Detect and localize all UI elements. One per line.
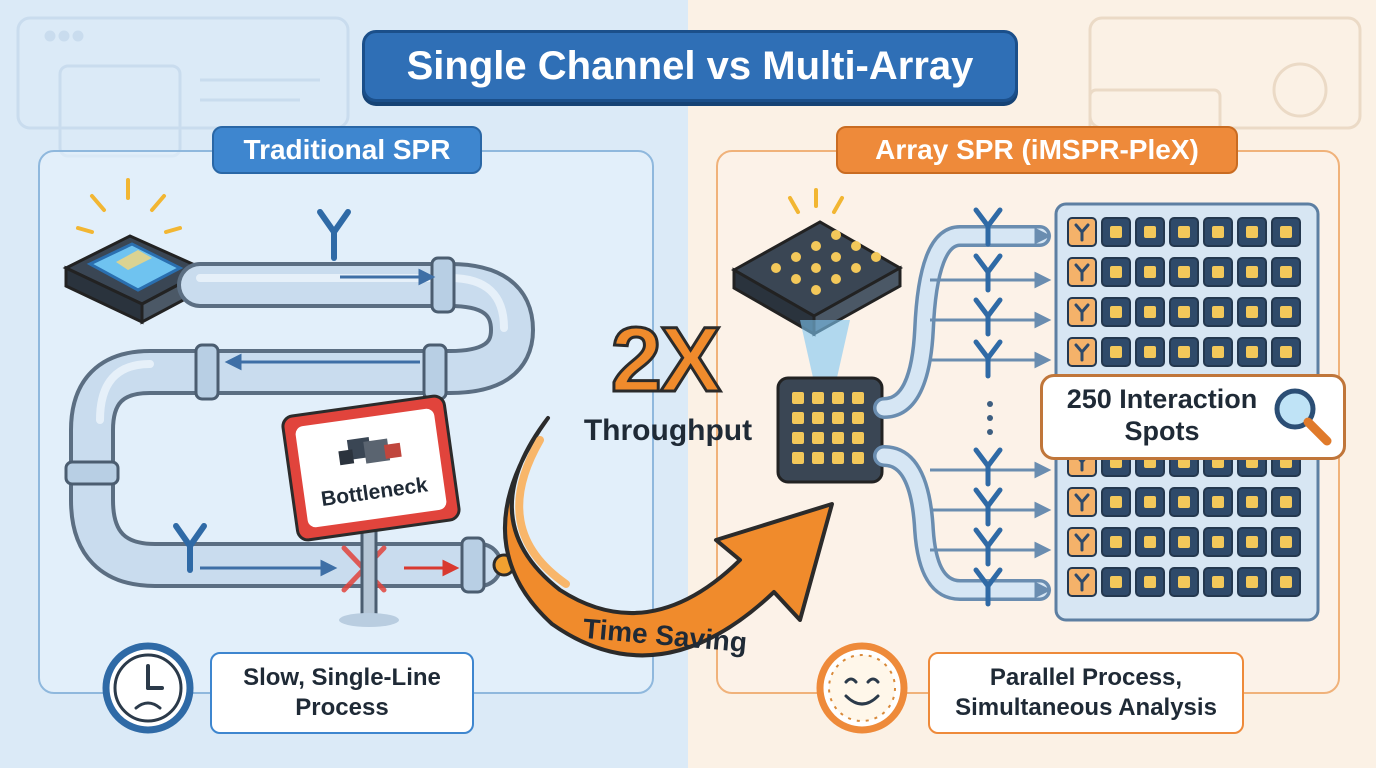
spot-glow — [1110, 346, 1122, 358]
smiley-icon — [816, 642, 908, 734]
spot-glow — [1246, 346, 1258, 358]
spot-glow — [1280, 536, 1292, 548]
spot-glow — [1246, 266, 1258, 278]
throughput-label: Throughput — [583, 414, 753, 447]
spot-glow — [1144, 346, 1156, 358]
interaction-spots-callout: 250 Interaction Spots — [1040, 374, 1346, 460]
spot-glow — [1280, 266, 1292, 278]
spot-glow — [1178, 576, 1190, 588]
spot-glow — [1110, 496, 1122, 508]
spot-glow — [1212, 306, 1224, 318]
spot-glow — [1110, 226, 1122, 238]
spot-glow — [1178, 266, 1190, 278]
spot-glow — [1280, 576, 1292, 588]
spot-glow — [1144, 496, 1156, 508]
interaction-spots-label: 250 Interaction Spots — [1066, 384, 1258, 446]
array-chip-icon — [730, 188, 904, 337]
spot-glow — [1212, 576, 1224, 588]
spot-glow — [1280, 226, 1292, 238]
spot-glow — [1110, 536, 1122, 548]
array-spr-label: Array SPR (iMSPR-PleX) — [836, 126, 1238, 174]
spot-glow — [1212, 226, 1224, 238]
bottleneck-sign: Bottleneck — [279, 393, 463, 543]
spot-glow — [1178, 346, 1190, 358]
antibody-icon — [1074, 573, 1090, 592]
spot-glow — [1144, 306, 1156, 318]
array-caption: Parallel Process, Simultaneous Analysis — [928, 652, 1244, 734]
antibody-icon — [1074, 343, 1090, 362]
spot-glow — [1246, 226, 1258, 238]
spot-glow — [1246, 496, 1258, 508]
spot-glow — [1178, 226, 1190, 238]
antibody-icon — [1074, 263, 1090, 282]
spot-glow — [1212, 266, 1224, 278]
spot-glow — [1144, 266, 1156, 278]
traditional-caption: Slow, Single-Line Process — [210, 652, 474, 734]
spot-glow — [1144, 576, 1156, 588]
antibody-icon — [1074, 493, 1090, 512]
clock-icon — [102, 642, 194, 734]
spot-glow — [1110, 266, 1122, 278]
spot-glow — [1280, 346, 1292, 358]
spot-glow — [1246, 576, 1258, 588]
spot-glow — [1178, 496, 1190, 508]
page-title: Single Channel vs Multi-Array — [362, 30, 1018, 102]
antibody-icon — [1074, 533, 1090, 552]
spot-glow — [1144, 226, 1156, 238]
spot-glow — [1212, 346, 1224, 358]
spot-glow — [1280, 496, 1292, 508]
magnifier-icon — [1274, 388, 1332, 446]
spot-glow — [1280, 306, 1292, 318]
jam-icon — [338, 437, 402, 466]
spot-glow — [1212, 496, 1224, 508]
throughput-multiplier: 2X — [609, 309, 723, 412]
spot-glow — [1110, 306, 1122, 318]
antibody-icon — [1074, 223, 1090, 242]
antibody-icon — [1074, 303, 1090, 322]
traditional-spr-label: Traditional SPR — [212, 126, 482, 174]
spot-glow — [1246, 306, 1258, 318]
spot-glow — [1212, 536, 1224, 548]
spot-glow — [1246, 536, 1258, 548]
spot-glow — [1144, 536, 1156, 548]
antibody-icon — [173, 209, 351, 573]
spot-glow — [1178, 536, 1190, 548]
spot-glow — [1110, 576, 1122, 588]
spot-glow — [1178, 306, 1190, 318]
